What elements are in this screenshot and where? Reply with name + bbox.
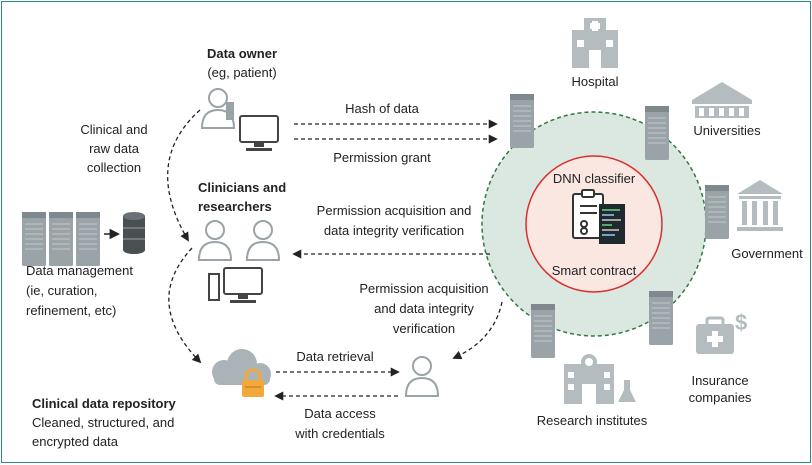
research-label: Research institutes	[537, 413, 648, 428]
database-icon	[123, 212, 145, 254]
acq1-line2: data integrity verification	[324, 223, 464, 238]
patient-icon	[201, 88, 235, 129]
clinicians-group: Clinicians and researchers	[198, 180, 286, 304]
data-management-line3: refinement, etc)	[26, 303, 116, 318]
server-icon	[530, 303, 556, 359]
data-owner-group: Data owner (eg, patient)	[201, 46, 279, 152]
collection-line3: collection	[87, 160, 141, 175]
hospital-icon	[572, 18, 618, 68]
acq2-line2: and data integrity	[374, 301, 474, 316]
acq1-line1: Permission acquisition and	[317, 203, 472, 218]
clinicians-line1: Clinicians and	[198, 180, 286, 195]
data-owner-title: Data owner	[207, 46, 277, 61]
clinician-icon	[198, 220, 232, 261]
data-management-line2: (ie, curation,	[26, 283, 98, 298]
collection-line1: Clinical and	[80, 122, 147, 137]
university-icon	[692, 82, 752, 118]
acq2-line3: verification	[393, 321, 455, 336]
cloud-icon	[212, 349, 271, 385]
computer-tower-icon	[208, 273, 220, 301]
data-management-group: Data management (ie, curation, refinemen…	[21, 211, 145, 318]
user-icon	[405, 356, 439, 397]
svg-text:$: $	[735, 310, 747, 335]
researcher-icon	[246, 220, 280, 261]
smart-contract-label: Smart contract	[552, 263, 637, 278]
acq2-line1: Permission acquisition	[359, 281, 488, 296]
clinician-computer-icon	[223, 267, 263, 304]
acq2-arrow	[452, 301, 503, 360]
insurance-icon: $	[696, 310, 747, 354]
blockchain-network: DNN classifier Smart contract	[481, 93, 730, 359]
universities-node: Universities	[692, 82, 761, 138]
insurance-label-line2: companies	[689, 390, 752, 405]
server-icon	[644, 105, 670, 161]
data-access-line1: Data access	[304, 406, 376, 421]
clinicians-repository-arrow	[168, 247, 202, 364]
data-retrieval-label: Data retrieval	[296, 349, 373, 364]
data-access-line2: with credentials	[294, 426, 385, 441]
data-management-line1: Data management	[26, 263, 133, 278]
insurance-node: $ Insurance companies	[689, 310, 752, 405]
government-icon	[737, 180, 783, 231]
universities-label: Universities	[693, 123, 761, 138]
repository-group: Clinical data repository Cleaned, struct…	[32, 349, 271, 449]
repository-line2: encrypted data	[32, 434, 119, 449]
hash-label: Hash of data	[345, 101, 419, 116]
permission-grant-label: Permission grant	[333, 150, 431, 165]
server-icon	[648, 290, 674, 346]
research-institute-icon	[564, 354, 636, 404]
computer-icon	[239, 115, 279, 152]
collection-line2: raw data	[89, 141, 140, 156]
smart-contract-icon	[572, 189, 625, 244]
server-icon	[509, 93, 535, 149]
government-node: Government	[731, 180, 803, 261]
lock-icon	[242, 368, 264, 397]
insurance-label-line1: Insurance	[691, 373, 748, 388]
repository-line1: Cleaned, structured, and	[32, 415, 174, 430]
hospital-node: Hospital	[572, 18, 619, 89]
dnn-classifier-label: DNN classifier	[553, 171, 636, 186]
server-icon	[704, 184, 730, 240]
government-label: Government	[731, 246, 803, 261]
hospital-label: Hospital	[572, 74, 619, 89]
research-node: Research institutes	[537, 354, 648, 428]
data-owner-subtitle: (eg, patient)	[207, 65, 276, 80]
collection-arrow	[167, 109, 201, 242]
repository-title: Clinical data repository	[32, 396, 177, 411]
servers-icon	[21, 211, 101, 267]
clinicians-line2: researchers	[198, 199, 272, 214]
